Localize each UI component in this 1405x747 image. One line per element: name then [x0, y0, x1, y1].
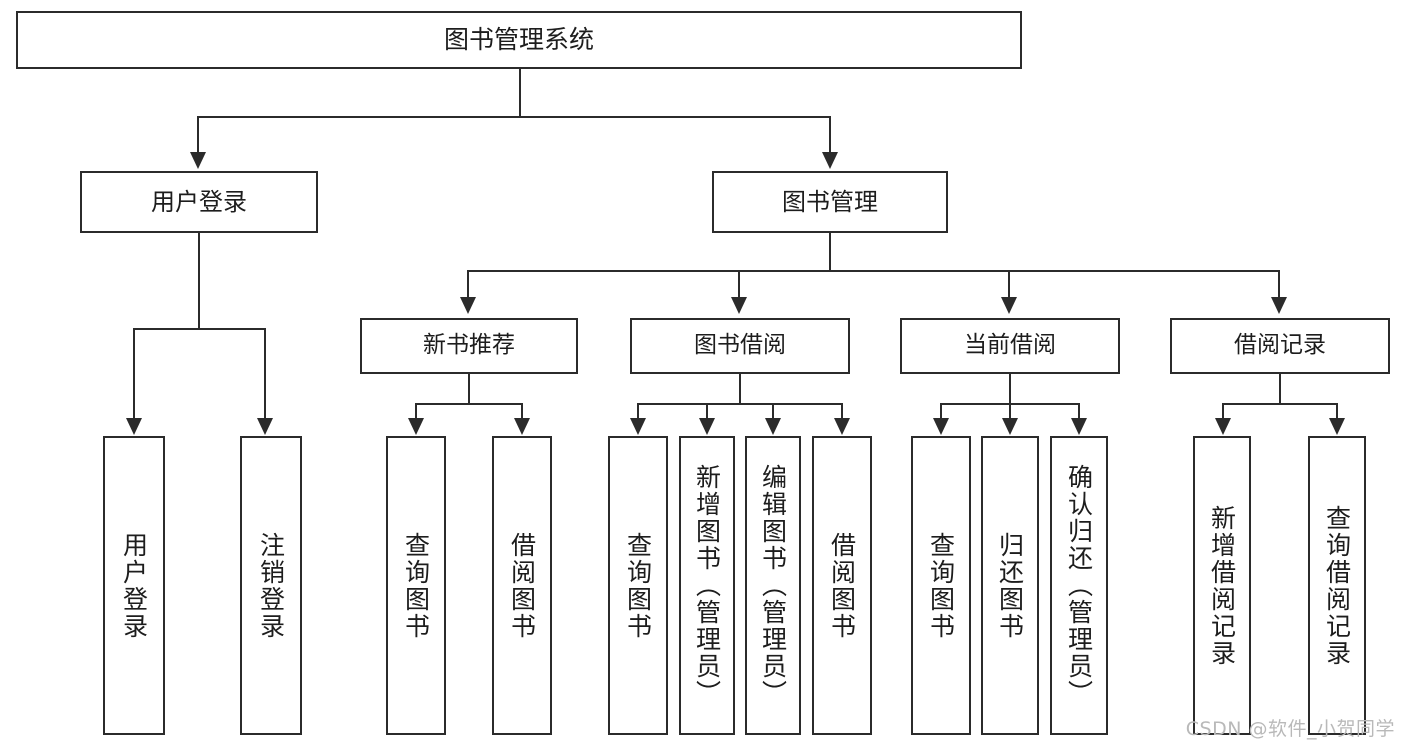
- connector-root-stem: [519, 69, 521, 117]
- leaf-cb-return-book[interactable]: 归还图书: [981, 436, 1039, 735]
- node-book-borrow[interactable]: 图书借阅: [630, 318, 850, 374]
- arrowhead-cb-leaf-2: [1002, 418, 1018, 435]
- connector-user-login-bus: [133, 328, 266, 330]
- arrowhead-user-login: [190, 152, 206, 169]
- node-label: 图书管理系统: [443, 25, 594, 55]
- node-label: 借阅图书: [507, 531, 537, 640]
- connector-user-login-stem: [198, 233, 200, 329]
- leaf-br-add-record[interactable]: 新增借阅记录: [1193, 436, 1251, 735]
- connector-bm-drop-1: [467, 270, 469, 298]
- arrowhead-nbr-leaf-1: [408, 418, 424, 435]
- node-label: 图书管理: [782, 187, 878, 216]
- arrowhead-bb-leaf-3: [765, 418, 781, 435]
- node-current-borrow[interactable]: 当前借阅: [900, 318, 1120, 374]
- connector-nbr-drop-2: [521, 403, 523, 419]
- connector-root-to-user-login: [197, 116, 199, 153]
- leaf-logout[interactable]: 注销登录: [240, 436, 302, 735]
- node-label: 归还图书: [995, 531, 1025, 640]
- arrowhead-br-leaf-1: [1215, 418, 1231, 435]
- connector-user-login-drop-2: [264, 328, 266, 419]
- leaf-cb-confirm-return-admin[interactable]: 确认归还（管理员）: [1050, 436, 1108, 735]
- node-label: 用户登录: [151, 187, 247, 216]
- leaf-nbr-query-book[interactable]: 查询图书: [386, 436, 446, 735]
- connector-bb-drop-3: [772, 403, 774, 419]
- node-label: 查询图书: [623, 531, 653, 640]
- node-borrow-record[interactable]: 借阅记录: [1170, 318, 1390, 374]
- node-label: 编辑图书（管理员）: [758, 464, 788, 707]
- connector-br-drop-2: [1336, 403, 1338, 419]
- connector-book-manage-stem: [829, 233, 831, 271]
- node-label: 图书借阅: [694, 332, 786, 359]
- arrowhead-book-manage: [822, 152, 838, 169]
- arrowhead-leaf-user-login: [126, 418, 142, 435]
- connector-br-bus: [1222, 403, 1338, 405]
- node-label: 查询图书: [926, 531, 956, 640]
- leaf-bb-edit-book-admin[interactable]: 编辑图书（管理员）: [745, 436, 801, 735]
- leaf-br-query-record[interactable]: 查询借阅记录: [1308, 436, 1366, 735]
- arrowhead-book-borrow: [731, 297, 747, 314]
- node-label: 新增借阅记录: [1207, 504, 1237, 667]
- node-label: 用户登录: [119, 531, 149, 640]
- connector-bm-drop-2: [738, 270, 740, 298]
- node-label: 借阅记录: [1234, 332, 1326, 359]
- connector-bb-drop-4: [841, 403, 843, 419]
- node-label: 确认归还（管理员）: [1064, 464, 1094, 707]
- leaf-bb-query-book[interactable]: 查询图书: [608, 436, 668, 735]
- arrowhead-bb-leaf-1: [630, 418, 646, 435]
- connector-user-login-drop-1: [133, 328, 135, 419]
- node-new-book-recommend[interactable]: 新书推荐: [360, 318, 578, 374]
- connector-root-to-book-manage: [829, 116, 831, 153]
- arrowhead-borrow-record: [1271, 297, 1287, 314]
- connector-nbr-drop-1: [415, 403, 417, 419]
- connector-cb-stem: [1009, 374, 1011, 404]
- node-root-system[interactable]: 图书管理系统: [16, 11, 1022, 69]
- arrowhead-cb-leaf-3: [1071, 418, 1087, 435]
- arrowhead-nbr-leaf-2: [514, 418, 530, 435]
- connector-bm-drop-4: [1278, 270, 1280, 298]
- connector-cb-drop-1: [940, 403, 942, 419]
- node-book-manage[interactable]: 图书管理: [712, 171, 948, 233]
- node-label: 新增图书（管理员）: [692, 464, 722, 707]
- connector-bm-drop-3: [1008, 270, 1010, 298]
- node-label: 借阅图书: [827, 531, 857, 640]
- arrowhead-bb-leaf-4: [834, 418, 850, 435]
- leaf-user-login[interactable]: 用户登录: [103, 436, 165, 735]
- arrowhead-current-borrow: [1001, 297, 1017, 314]
- node-label: 查询图书: [401, 531, 431, 640]
- arrowhead-new-book-recommend: [460, 297, 476, 314]
- connector-bb-drop-2: [706, 403, 708, 419]
- connector-nbr-bus: [415, 403, 523, 405]
- leaf-nbr-borrow-book[interactable]: 借阅图书: [492, 436, 552, 735]
- arrowhead-cb-leaf-1: [933, 418, 949, 435]
- connector-br-drop-1: [1222, 403, 1224, 419]
- connector-root-bus: [197, 116, 831, 118]
- connector-nbr-stem: [468, 374, 470, 404]
- arrowhead-leaf-logout: [257, 418, 273, 435]
- connector-bb-bus: [637, 403, 843, 405]
- leaf-cb-query-book[interactable]: 查询图书: [911, 436, 971, 735]
- node-user-login[interactable]: 用户登录: [80, 171, 318, 233]
- node-label: 当前借阅: [964, 332, 1056, 359]
- connector-book-manage-bus: [467, 270, 1279, 272]
- leaf-bb-borrow-book[interactable]: 借阅图书: [812, 436, 872, 735]
- connector-br-stem: [1279, 374, 1281, 404]
- leaf-bb-add-book-admin[interactable]: 新增图书（管理员）: [679, 436, 735, 735]
- connector-bb-stem: [739, 374, 741, 404]
- node-label: 新书推荐: [423, 332, 515, 359]
- arrowhead-bb-leaf-2: [699, 418, 715, 435]
- node-label: 查询借阅记录: [1322, 504, 1352, 667]
- connector-bb-drop-1: [637, 403, 639, 419]
- arrowhead-br-leaf-2: [1329, 418, 1345, 435]
- connector-cb-drop-2: [1009, 403, 1011, 419]
- connector-cb-drop-3: [1078, 403, 1080, 419]
- node-label: 注销登录: [256, 531, 286, 640]
